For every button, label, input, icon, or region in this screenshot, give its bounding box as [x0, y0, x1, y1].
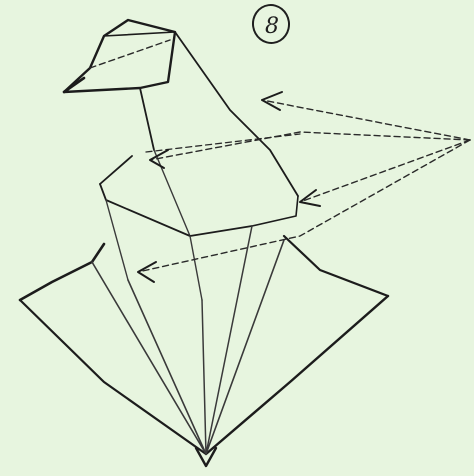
bird-head — [64, 20, 175, 92]
bird-neck — [140, 32, 298, 236]
bird-body — [100, 134, 300, 300]
bird-wings — [20, 226, 388, 466]
